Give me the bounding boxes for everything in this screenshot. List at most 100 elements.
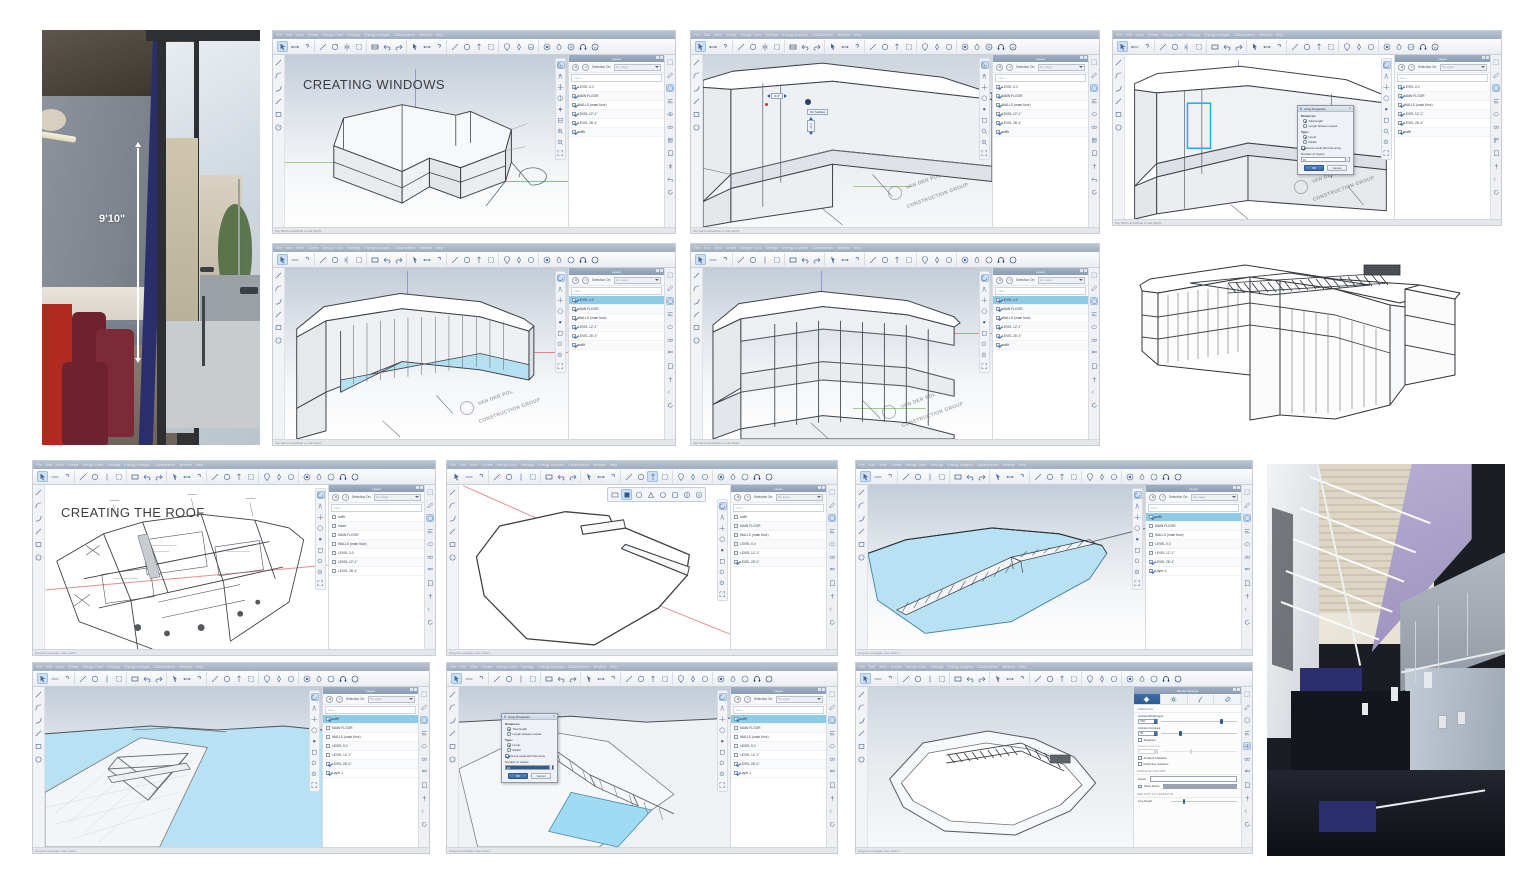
line-icon[interactable]: [1114, 58, 1123, 67]
snap-grid-icon[interactable]: [828, 488, 836, 496]
menu-energy-analysis[interactable]: Energy Analysis: [538, 665, 565, 669]
menu-create[interactable]: Create: [725, 33, 737, 37]
model-canvas[interactable]: CREATING THE ROOF: [45, 485, 328, 649]
menu-energy-analysis[interactable]: Energy Analysis: [1204, 33, 1231, 37]
circle-icon[interactable]: [692, 336, 701, 345]
menu-collaboration[interactable]: Collaboration: [154, 665, 176, 669]
help-cursor-icon[interactable]: [1141, 41, 1152, 52]
wall-tool-icon[interactable]: [952, 673, 963, 684]
tab-quality[interactable]: [1161, 694, 1188, 704]
share-icon[interactable]: [565, 41, 576, 52]
cancel-button[interactable]: Cancel: [531, 773, 551, 779]
classes-icon[interactable]: [1090, 336, 1098, 344]
resource-manager-icon[interactable]: [1243, 729, 1251, 737]
checkbox-icon[interactable]: [505, 754, 509, 758]
checkbox-icon[interactable]: [1138, 756, 1142, 760]
menu-help[interactable]: Help: [196, 463, 204, 467]
pointer-icon[interactable]: [451, 673, 462, 684]
selection-dropdown[interactable]: No Layer: [374, 493, 421, 501]
menu-design-tools[interactable]: Design Tools: [82, 665, 104, 669]
layer-visibility-checkbox[interactable]: [572, 298, 576, 302]
menu-collaboration[interactable]: Collaboration: [394, 33, 416, 37]
model-canvas[interactable]: V Array Properties × Distances: Total le…: [459, 687, 730, 847]
remove-layer-button[interactable]: [582, 63, 589, 71]
object-info-icon[interactable]: [420, 716, 428, 724]
layers-palette[interactable]: Layers Selection On: No Layer Filter... …: [568, 268, 664, 439]
zoom-out-icon[interactable]: [311, 770, 319, 778]
refresh-icon[interactable]: [1243, 618, 1251, 626]
visibility-icon[interactable]: [666, 110, 674, 118]
resource-manager-icon[interactable]: [1090, 310, 1098, 318]
info-icon[interactable]: [1172, 673, 1183, 684]
query-icon[interactable]: [433, 254, 444, 265]
refresh-icon[interactable]: [666, 188, 674, 196]
history-icon[interactable]: [426, 605, 434, 613]
redo-icon[interactable]: [153, 673, 164, 684]
wall-tool-icon[interactable]: [787, 41, 798, 52]
pointer-icon[interactable]: [37, 673, 48, 684]
selection-dropdown[interactable]: No Layer: [776, 695, 823, 703]
layers-palette[interactable]: Layers Selection On: No Layer Filter... …: [1145, 485, 1241, 649]
render-mode-popup[interactable]: [607, 487, 706, 502]
layer-visibility-checkbox[interactable]: [326, 762, 330, 766]
attributes-icon[interactable]: [1243, 703, 1251, 711]
flyover-icon[interactable]: [718, 502, 727, 510]
zoom-in-icon[interactable]: [1134, 557, 1142, 565]
share-icon[interactable]: [983, 41, 994, 52]
checkbox-icon[interactable]: [1138, 738, 1142, 742]
right-icon-rail[interactable]: [1088, 55, 1099, 227]
curve-icon[interactable]: [857, 716, 866, 725]
lighting-icon[interactable]: [719, 737, 727, 745]
classes-icon[interactable]: [426, 553, 434, 561]
curve-icon[interactable]: [274, 297, 283, 306]
pan-icon[interactable]: [1134, 513, 1142, 521]
section-icon[interactable]: [981, 329, 989, 337]
model-canvas[interactable]: CREATING WINDOWS: [285, 55, 568, 227]
rectangle-icon[interactable]: [448, 742, 457, 751]
render-mode-icon[interactable]: [719, 726, 727, 734]
attributes-icon[interactable]: [1492, 71, 1500, 79]
menu-design-tools[interactable]: Design Tools: [82, 463, 104, 467]
layer-row[interactable]: LEVEL 0.0: [323, 742, 418, 751]
circle-icon[interactable]: [448, 755, 457, 764]
layer-row[interactable]: WALLS (main floor): [329, 540, 424, 549]
right-icon-rail[interactable]: [664, 55, 675, 227]
layer-visibility-checkbox[interactable]: [734, 515, 738, 519]
polyline-icon[interactable]: [1114, 97, 1123, 106]
palette-window-buttons[interactable]: [416, 486, 423, 489]
visibility-icon[interactable]: [420, 742, 428, 750]
help-cursor-icon[interactable]: [884, 471, 895, 482]
materials-icon[interactable]: [971, 41, 982, 52]
pen-tool-icon[interactable]: [449, 254, 460, 265]
menu-energy-analysis[interactable]: Energy Analysis: [782, 246, 809, 250]
align-icon[interactable]: [828, 794, 836, 802]
wall-tool-icon[interactable]: [543, 673, 554, 684]
menu-collaboration[interactable]: Collaboration: [154, 463, 176, 467]
shaded-mode-icon[interactable]: [621, 489, 632, 500]
curve-icon[interactable]: [274, 84, 283, 93]
materials-icon[interactable]: [1136, 673, 1147, 684]
checkbox-icon[interactable]: [1138, 784, 1142, 788]
layer-visibility-checkbox[interactable]: [326, 717, 330, 721]
menu-help[interactable]: Help: [1019, 665, 1027, 669]
layer-row[interactable]: LEVEL 28'-4": [993, 332, 1088, 341]
menu-bar[interactable]: File Edit View Create Design Tools Setti…: [33, 663, 429, 671]
rectangle-icon[interactable]: [274, 110, 283, 119]
classes-icon[interactable]: [420, 755, 428, 763]
layer-row[interactable]: MAIN FLOOR: [993, 92, 1088, 101]
layer-visibility-checkbox[interactable]: [1398, 130, 1402, 134]
polyline-icon[interactable]: [448, 527, 457, 536]
materials-icon[interactable]: [313, 673, 324, 684]
scale-tool-icon[interactable]: [113, 673, 124, 684]
query-icon[interactable]: [851, 254, 862, 265]
headset-icon[interactable]: [751, 471, 762, 482]
layer-row[interactable]: soffit: [569, 341, 664, 350]
pen-tool-icon[interactable]: [867, 254, 878, 265]
materials-icon[interactable]: [1393, 41, 1404, 52]
arc-tool-icon[interactable]: [1044, 471, 1055, 482]
menu-settings[interactable]: Settings: [930, 463, 944, 467]
pointer-icon[interactable]: [451, 471, 462, 482]
ambient-contrast-slider[interactable]: [1161, 731, 1237, 736]
layers-palette[interactable]: Layers Selection On: No Layer Filter... …: [992, 268, 1088, 439]
add-layer-button[interactable]: [326, 695, 333, 703]
